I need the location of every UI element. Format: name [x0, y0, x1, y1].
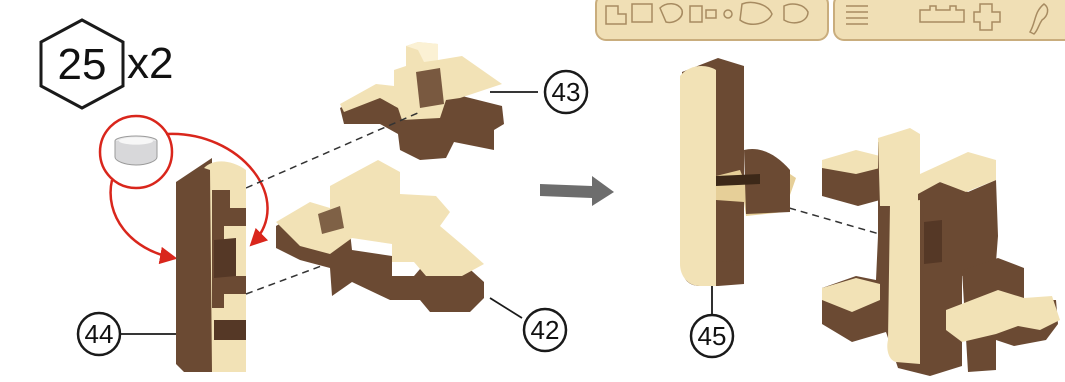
tealight-candle-icon [100, 116, 172, 188]
callout-43: 43 [545, 71, 587, 113]
callout-44-label: 44 [85, 319, 114, 349]
step-multiplier: x2 [127, 39, 173, 88]
parts-sheet-thumbnail-2 [834, 0, 1065, 40]
callout-45: 45 [691, 315, 733, 357]
right-arrow-icon [540, 176, 614, 206]
callout-42: 42 [524, 309, 566, 351]
assembled-structure [822, 128, 1060, 376]
step-badge: 25 [41, 20, 123, 108]
callout-44: 44 [78, 313, 120, 355]
parts-sheet-thumbnail-1 [596, 0, 828, 40]
callout-45-label: 45 [698, 321, 727, 351]
red-arrow-left [111, 180, 174, 258]
part-45 [680, 58, 796, 286]
part-44 [176, 158, 246, 372]
callout-43-label: 43 [552, 77, 581, 107]
callout-42-label: 42 [531, 315, 560, 345]
step-number: 25 [58, 40, 107, 89]
part-43 [340, 42, 504, 160]
part-42 [276, 160, 484, 312]
